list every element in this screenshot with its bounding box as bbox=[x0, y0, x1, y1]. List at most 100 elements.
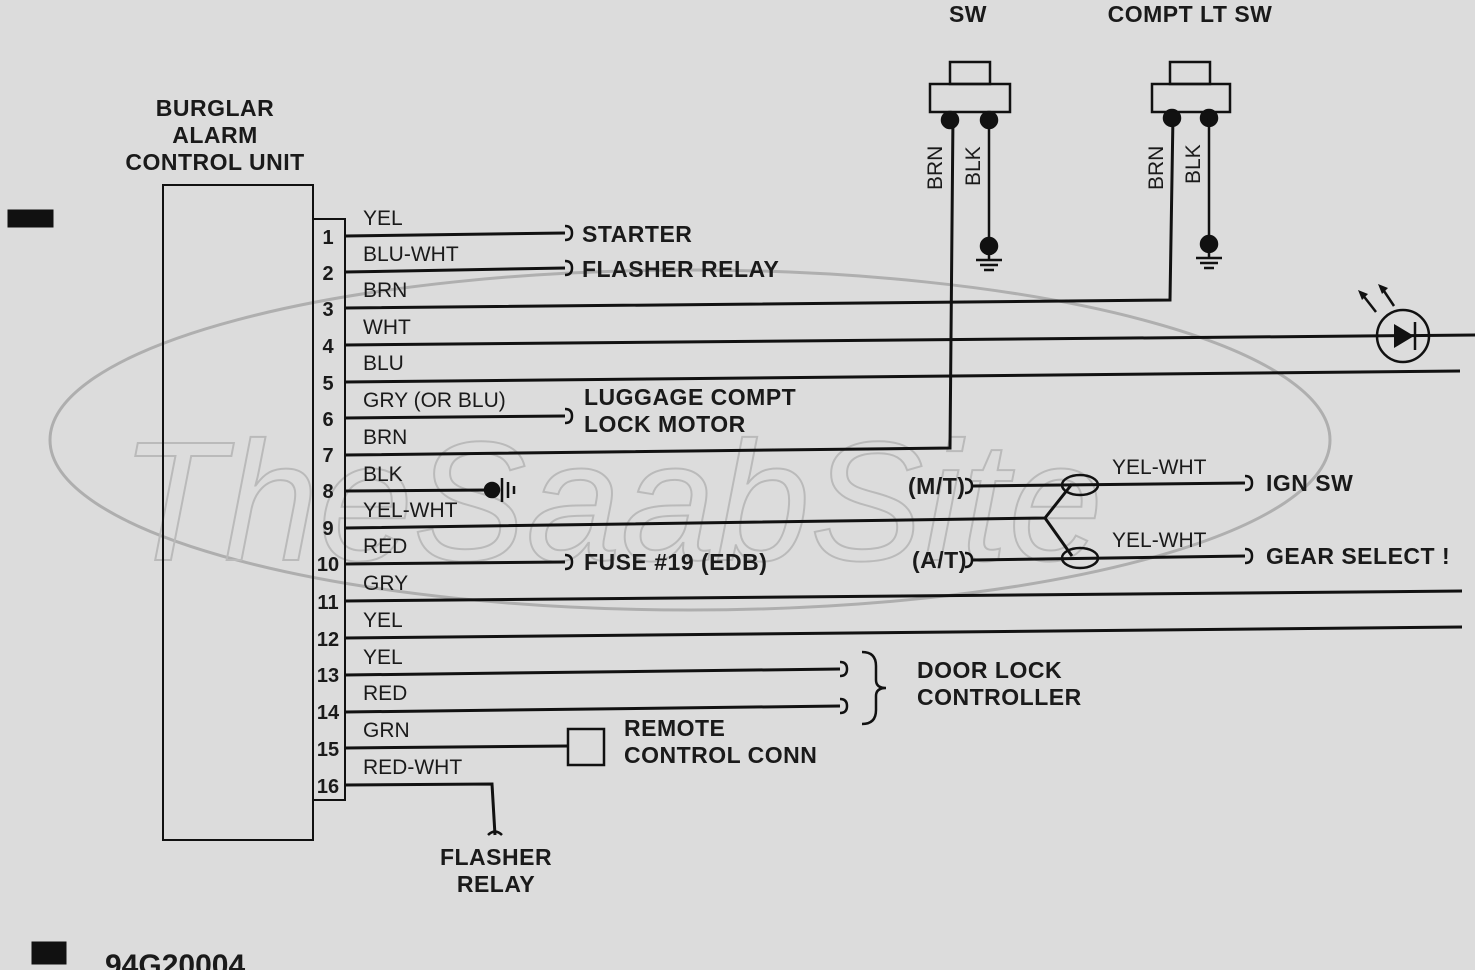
door-lock-brace bbox=[861, 650, 887, 726]
wire-color-label: RED-WHT bbox=[363, 756, 462, 779]
pin-number: 16 bbox=[317, 776, 339, 798]
wire-color-label: YEL bbox=[363, 609, 403, 632]
label-remote-2: CONTROL CONN bbox=[624, 742, 817, 768]
switch-right bbox=[1150, 60, 1232, 270]
switch-body bbox=[1150, 82, 1232, 114]
label-fuse: FUSE #19 (EDB) bbox=[584, 549, 767, 575]
label-luggage-1: LUGGAGE COMPT bbox=[584, 384, 796, 410]
wire-pin-10 bbox=[344, 560, 566, 566]
label-flasher-relay: FLASHER RELAY bbox=[582, 256, 779, 282]
wire-pin-16 bbox=[344, 782, 497, 836]
watermark-text: TheSaabSite bbox=[120, 407, 1103, 597]
led-arrowhead bbox=[1378, 284, 1388, 294]
switch-terminal bbox=[1162, 108, 1182, 128]
pin-number: 7 bbox=[322, 445, 333, 467]
label-yel-wht-bottom: YEL-WHT bbox=[1112, 529, 1207, 552]
ground-dot bbox=[979, 236, 999, 256]
pin-number: 12 bbox=[317, 629, 339, 651]
wire-pin-14 bbox=[344, 704, 841, 714]
led-indicator bbox=[1358, 284, 1431, 364]
wire-pin-11 bbox=[344, 589, 1463, 603]
switch-body bbox=[928, 82, 1012, 114]
led-triangle bbox=[1394, 324, 1414, 348]
wire-color-label: WHT bbox=[363, 316, 411, 339]
wire-color-label: BRN bbox=[363, 279, 407, 302]
switch-left-title: SW bbox=[949, 1, 987, 27]
label-mt: (M/T) bbox=[908, 473, 965, 499]
watermark-swoosh bbox=[48, 268, 1332, 612]
label-flasher-bottom-1: FLASHER bbox=[440, 844, 552, 870]
wire-color-label: YEL bbox=[363, 646, 403, 669]
label-remote-1: REMOTE bbox=[624, 715, 725, 741]
pin-number: 9 bbox=[322, 518, 333, 540]
wire-pin-13 bbox=[344, 667, 841, 677]
label-flasher-bottom-2: RELAY bbox=[457, 871, 535, 897]
hook-flasher-bottom bbox=[487, 830, 503, 836]
hook-mt-left bbox=[964, 477, 974, 495]
switch-left-brn: BRN bbox=[924, 146, 947, 190]
wire-pin-7 bbox=[344, 114, 955, 457]
wire-color-label: RED bbox=[363, 682, 407, 705]
wire-pin-2 bbox=[344, 266, 566, 274]
splice-mt bbox=[1060, 473, 1100, 497]
pin-number: 1 bbox=[322, 227, 333, 249]
hook-door-14 bbox=[839, 697, 849, 715]
label-door-lock-2: CONTROLLER bbox=[917, 684, 1082, 710]
wire-at bbox=[971, 554, 1246, 562]
wire-pin-5 bbox=[344, 369, 1461, 384]
wire-color-label: RED bbox=[363, 535, 407, 558]
wire-color-label: BLU bbox=[363, 352, 404, 375]
led-circle bbox=[1375, 308, 1431, 364]
hook-door-13 bbox=[839, 660, 849, 678]
ground-pin-8 bbox=[483, 478, 516, 502]
switch-left bbox=[928, 60, 1012, 272]
hook-flasher bbox=[564, 259, 574, 277]
label-starter: STARTER bbox=[582, 221, 692, 247]
pin-number: 4 bbox=[322, 336, 334, 358]
wire-pin-15 bbox=[344, 744, 569, 750]
wire-pin-12 bbox=[344, 625, 1463, 640]
switch-right-title: COMPT LT SW bbox=[1108, 1, 1273, 27]
label-luggage-2: LOCK MOTOR bbox=[584, 411, 746, 437]
wire-pin-4 bbox=[344, 333, 1475, 347]
pin-number: 6 bbox=[322, 409, 333, 431]
label-at: (A/T) bbox=[912, 547, 967, 573]
pin-number: 10 bbox=[317, 554, 339, 576]
label-door-lock-1: DOOR LOCK bbox=[917, 657, 1062, 683]
wire-mt bbox=[971, 481, 1246, 488]
pin-number: 8 bbox=[322, 481, 333, 503]
wires bbox=[344, 114, 1475, 836]
wire-color-labels: YEL BLU-WHT BRN WHT BLU GRY (OR BLU) BRN… bbox=[363, 207, 506, 779]
hook-fuse bbox=[564, 553, 574, 571]
splice-at bbox=[1060, 546, 1100, 570]
control-unit-title-2: ALARM bbox=[172, 122, 258, 148]
wire-pin-8 bbox=[344, 488, 491, 493]
switch-plunger bbox=[948, 60, 992, 86]
wire-color-label: YEL-WHT bbox=[363, 499, 458, 522]
led-arrowhead bbox=[1358, 290, 1368, 300]
wire-pin-3 bbox=[344, 114, 1175, 310]
pin-number: 5 bbox=[322, 373, 333, 395]
ground-dot bbox=[1199, 234, 1219, 254]
label-ign-sw: IGN SW bbox=[1266, 470, 1353, 496]
figure-code: 94G20004 bbox=[105, 949, 245, 970]
switch-right-brn: BRN bbox=[1145, 146, 1168, 190]
terminal-hooks bbox=[487, 224, 1254, 836]
wire-color-label: GRN bbox=[363, 719, 410, 742]
connector-strip bbox=[312, 218, 346, 801]
switch-right-blk: BLK bbox=[1182, 144, 1205, 184]
wire-color-label: BLU-WHT bbox=[363, 243, 459, 266]
wire-color-label: GRY bbox=[363, 572, 408, 595]
hook-gear-select bbox=[1244, 547, 1254, 565]
wire-color-label: YEL bbox=[363, 207, 403, 230]
control-unit-title-1: BURGLAR bbox=[156, 95, 275, 121]
corner-marker-top bbox=[7, 209, 54, 228]
control-unit-title-3: CONTROL UNIT bbox=[125, 149, 304, 175]
ground-dot bbox=[483, 481, 501, 499]
watermark: TheSaabSite bbox=[48, 268, 1332, 612]
hook-ign-sw bbox=[1244, 474, 1254, 492]
switch-plunger bbox=[1168, 60, 1212, 86]
label-yel-wht-top: YEL-WHT bbox=[1112, 456, 1207, 479]
wire-color-label: BLK bbox=[363, 463, 403, 486]
